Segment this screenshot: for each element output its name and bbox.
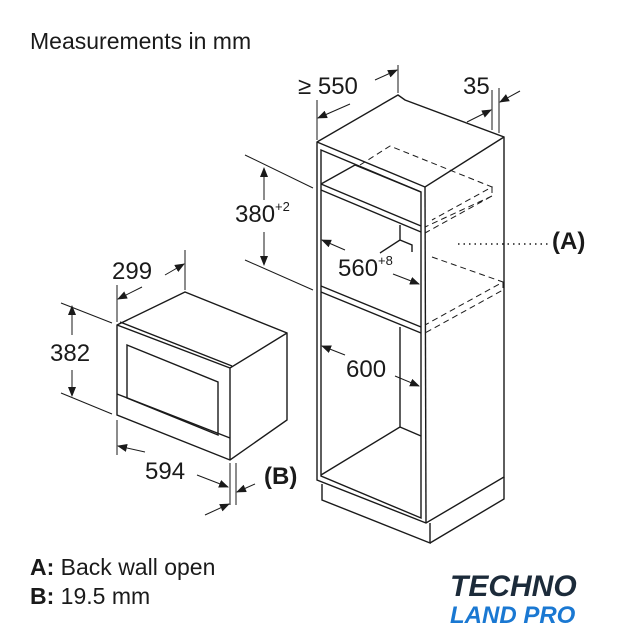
callout-b: (B) <box>264 463 298 490</box>
dim-appliance-height: 382 <box>50 340 91 367</box>
dim-niche-width-value: 560 <box>338 255 379 282</box>
page-title: Measurements in mm <box>30 28 252 54</box>
dim-niche-height-value: 380 <box>235 201 276 228</box>
dim-niche-width: 560+8 <box>338 253 393 282</box>
dim-back-gap: 35 <box>463 73 490 100</box>
dim-cabinet-depth: ≥ 550 <box>298 73 358 100</box>
legend-item-b: B: 19.5 mm <box>30 585 150 608</box>
logo-line-1: TECHNO <box>450 570 577 603</box>
legend-item-a: A: Back wall open <box>30 556 215 579</box>
callout-a: (A) <box>552 228 586 255</box>
dimension-lines <box>60 65 521 516</box>
legend-text: Back wall open <box>60 554 216 580</box>
dim-niche-height-tol: +2 <box>275 199 290 214</box>
legend-text: 19.5 mm <box>60 583 151 609</box>
dim-cabinet-inner-width: 600 <box>346 356 387 383</box>
tall-cabinet <box>316 94 548 545</box>
legend-key: B: <box>30 583 55 609</box>
dim-appliance-width: 594 <box>145 458 186 485</box>
microwave-appliance <box>116 291 288 461</box>
dim-niche-height: 380+2 <box>235 199 290 228</box>
legend-key: A: <box>30 554 55 580</box>
dim-appliance-depth: 299 <box>112 258 153 285</box>
logo-line-2: LAND PRO <box>450 602 576 629</box>
dim-niche-width-tol: +8 <box>378 253 393 268</box>
brand-logo: TECHNO LAND PRO <box>450 572 577 628</box>
